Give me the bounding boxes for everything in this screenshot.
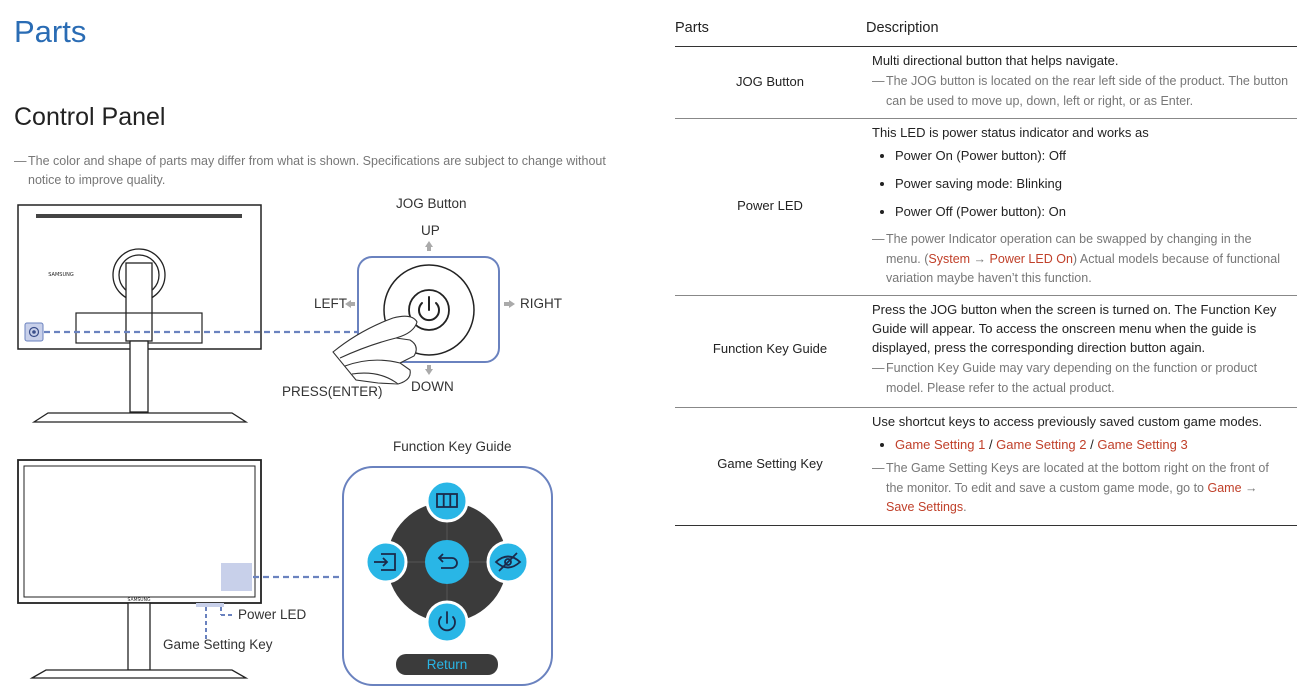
header-parts: Parts (675, 20, 709, 36)
note-dash: ― (872, 232, 885, 246)
menu-path-system: System (928, 251, 971, 266)
table-row-function-key-guide: Function Key Guide Press the JOG button … (675, 296, 1297, 408)
part-description: Press the JOG button when the screen is … (872, 296, 1297, 402)
note-text: Function Key Guide may vary depending on… (886, 361, 1258, 395)
arrow-glyph: → (970, 251, 990, 266)
description-text: Press the JOG button when the screen is … (872, 302, 1277, 355)
list-item: Power saving mode: Blinking (895, 174, 1289, 193)
part-description: Multi directional button that helps navi… (872, 47, 1297, 115)
part-name: Power LED (737, 198, 803, 213)
part-name: JOG Button (736, 74, 804, 89)
part-name: Game Setting Key (717, 456, 823, 471)
list-item: Game Setting 1 / Game Setting 2 / Game S… (895, 435, 1289, 454)
power-led-label: Power LED (238, 607, 307, 622)
up-label: UP (421, 223, 440, 238)
separator: / (985, 437, 997, 452)
note-text: The power Indicator operation can be swa… (886, 232, 1252, 266)
description-note: ― Function Key Guide may vary depending … (872, 359, 1289, 398)
return-key-label-bg (396, 654, 498, 675)
note-dash: ― (14, 154, 27, 168)
note-text: The JOG button is located on the rear le… (886, 74, 1289, 108)
page-title: Parts (14, 14, 87, 49)
return-label: Return (426, 657, 468, 672)
note-text: The color and shape of parts may differ … (28, 154, 606, 187)
list-item: Power On (Power button): Off (895, 146, 1289, 165)
game-setting-2: Game Setting 2 (996, 437, 1087, 452)
separator: / (1086, 437, 1098, 452)
menu-path-game: Game (1207, 480, 1242, 495)
down-label: DOWN (411, 379, 454, 394)
disclaimer-note: ― The color and shape of parts may diffe… (14, 152, 624, 190)
table-row-power-led: Power LED This LED is power status indic… (675, 119, 1297, 296)
jog-button-caption: JOG Button (396, 196, 467, 211)
power-key-icon (438, 611, 456, 632)
right-label: RIGHT (520, 296, 562, 311)
part-description: Use shortcut keys to access previously s… (872, 408, 1297, 522)
game-setting-list: Game Setting 1 / Game Setting 2 / Game S… (872, 435, 1289, 454)
list-item: Power Off (Power button): On (895, 202, 1289, 221)
power-icon (418, 296, 440, 322)
description-text: Use shortcut keys to access previously s… (872, 414, 1263, 429)
monitor-rear-illustration: SAMSUNG (17, 204, 262, 423)
note-text-end: ) Actual models because of functional va… (886, 251, 1280, 286)
header-description: Description (866, 20, 939, 36)
description-text: Multi directional button that helps navi… (872, 53, 1119, 68)
section-title: Control Panel (14, 103, 166, 131)
note-text-end: . (963, 500, 967, 514)
part-name: Function Key Guide (712, 341, 828, 356)
function-key-guide-caption: Function Key Guide (393, 439, 512, 454)
source-input-icon (374, 553, 396, 571)
left-label: LEFT (314, 296, 348, 311)
control-panel-illustration: SAMSUNG SAMSUNG (17, 204, 553, 686)
brand-label-top: SAMSUNG (48, 272, 74, 278)
description-note: ― The JOG button is located on the rear … (872, 72, 1289, 111)
arrow-glyph: → (1241, 480, 1258, 495)
menu-path-save-settings: Save Settings (886, 500, 964, 514)
table-header: Parts Description (675, 12, 1297, 47)
hand-illustration (332, 315, 418, 385)
game-setting-3: Game Setting 3 (1097, 437, 1188, 452)
game-setting-key-label: Game Setting Key (163, 637, 273, 652)
part-description: This LED is power status indicator and w… (872, 119, 1297, 293)
game-setting-1: Game Setting 1 (895, 437, 986, 452)
parts-table: Parts Description JOG Button Multi direc… (675, 12, 1297, 526)
table-row-game-setting-key: Game Setting Key Use shortcut keys to ac… (675, 408, 1297, 526)
note-dash: ― (872, 461, 885, 475)
note-dash: ― (872, 361, 885, 375)
menu-path-power-led-on: Power LED On (989, 251, 1073, 266)
monitor-front-illustration: SAMSUNG (17, 459, 262, 679)
description-note: ― The Game Setting Keys are located at t… (872, 459, 1289, 518)
brand-label-bottom: SAMSUNG (128, 597, 151, 603)
description-text: This LED is power status indicator and w… (872, 125, 1149, 140)
status-list: Power On (Power button): Off Power savin… (872, 146, 1289, 221)
eye-saver-icon (494, 552, 522, 572)
menu-grid-icon (436, 493, 458, 508)
table-row-jog-button: JOG Button Multi directional button that… (675, 47, 1297, 119)
return-icon (437, 553, 458, 569)
description-note: ― The power Indicator operation can be s… (872, 230, 1289, 289)
press-enter-label: PRESS(ENTER) (282, 384, 383, 399)
note-text: The Game Setting Keys are located at the… (886, 461, 1269, 495)
note-dash: ― (872, 74, 885, 88)
